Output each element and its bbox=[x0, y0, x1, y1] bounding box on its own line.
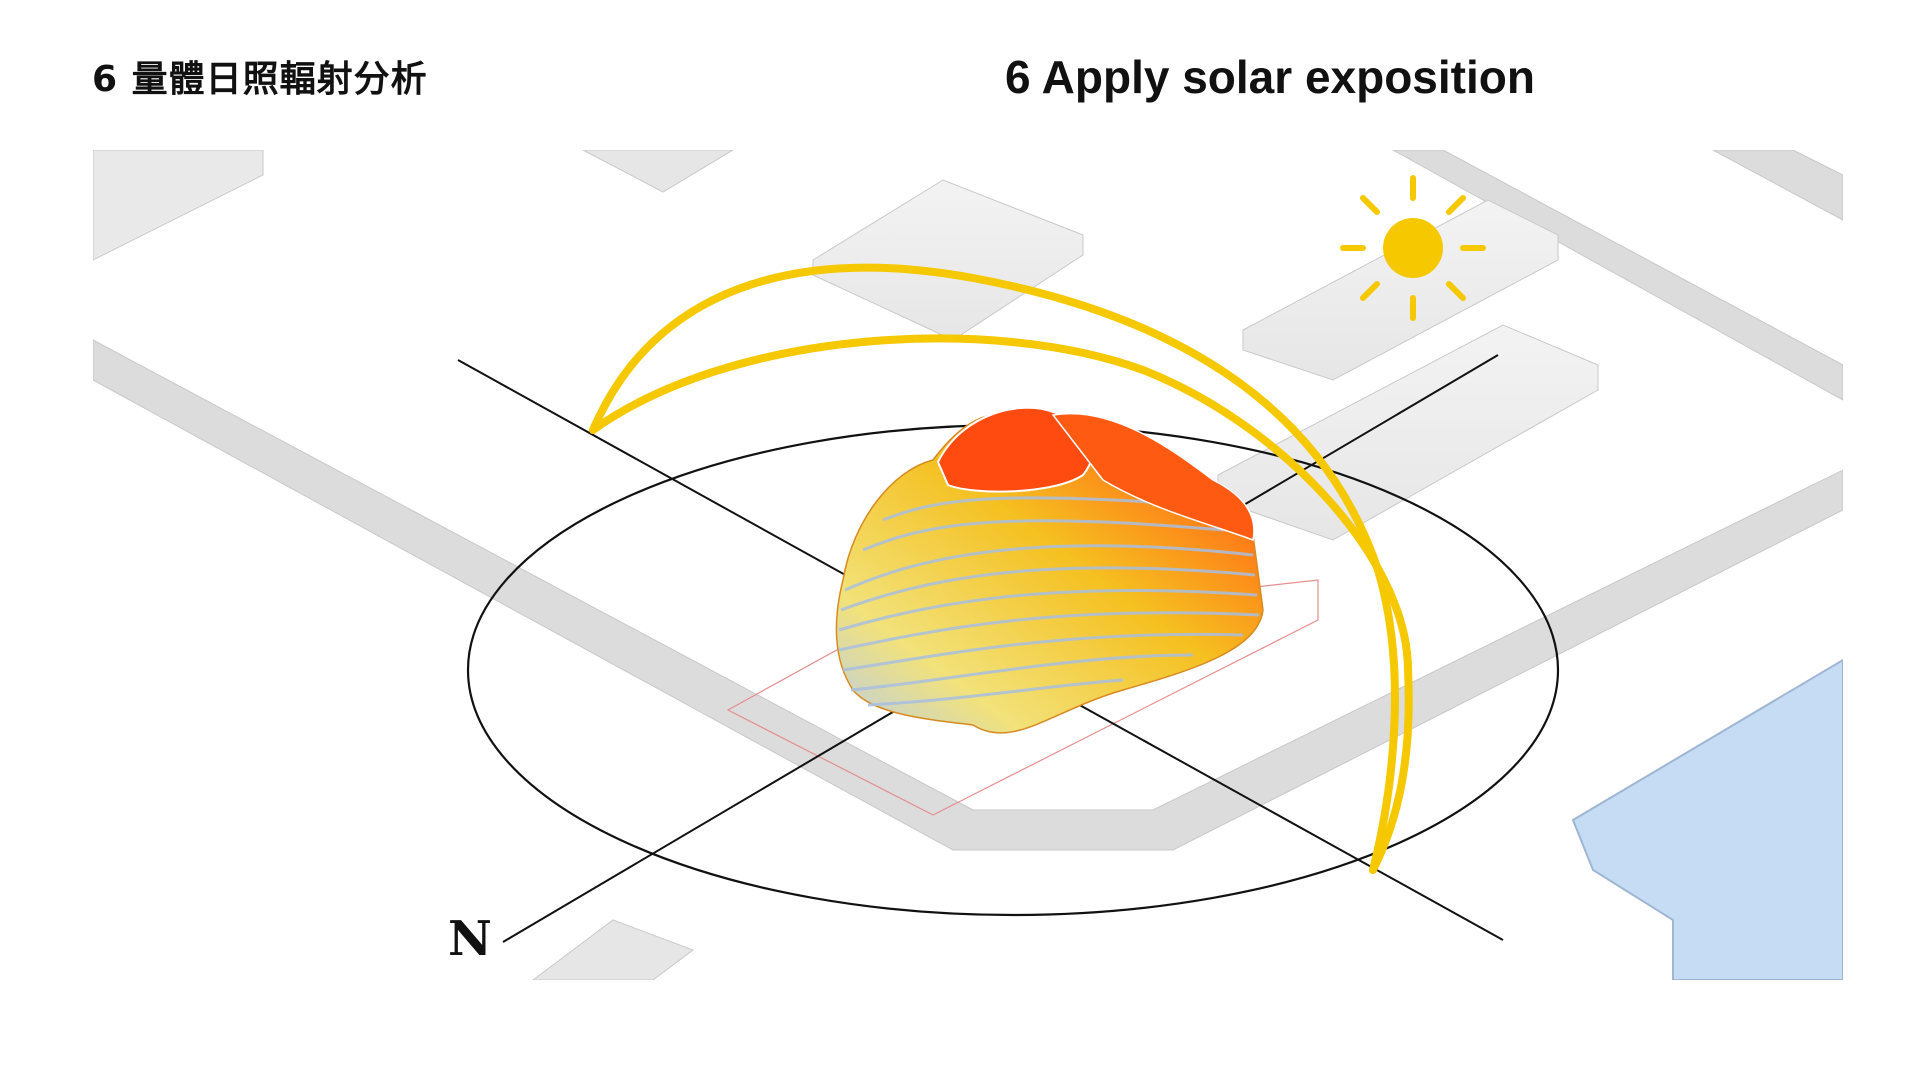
site-diagram: N bbox=[93, 150, 1843, 980]
block-top-left bbox=[93, 150, 264, 261]
block-bottom bbox=[532, 919, 695, 980]
roof-terrace bbox=[1051, 412, 1255, 542]
english-title: 6 Apply solar exposition bbox=[1005, 51, 1535, 103]
water-body bbox=[1571, 658, 1843, 980]
corner-road bbox=[1712, 150, 1843, 221]
block-top-center bbox=[582, 150, 734, 193]
sun-path-winter bbox=[589, 334, 1413, 874]
building-massing bbox=[835, 406, 1264, 734]
sun-icon bbox=[1340, 175, 1486, 321]
sun-path-summer bbox=[589, 263, 1399, 874]
floor-plates bbox=[838, 496, 1260, 707]
block-center bbox=[812, 179, 1084, 341]
north-label: N bbox=[448, 911, 492, 967]
chinese-title: 6 量體日照輻射分析 bbox=[92, 59, 428, 100]
sun-paths bbox=[589, 263, 1413, 874]
